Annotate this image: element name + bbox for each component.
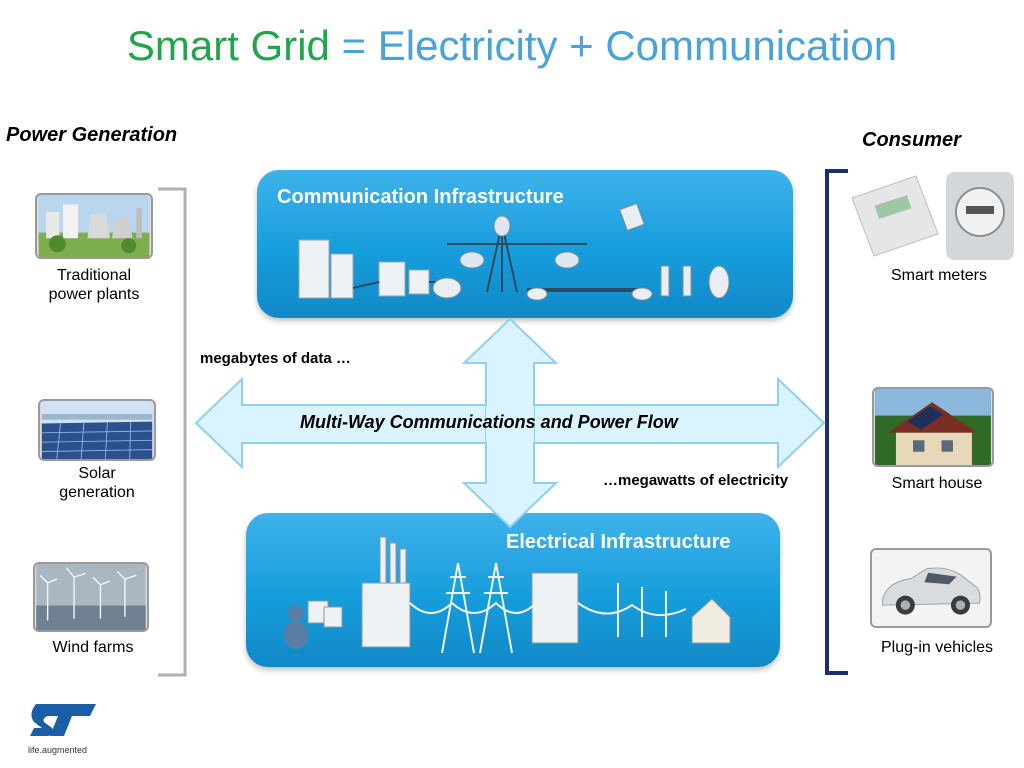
generation-bracket xyxy=(158,187,187,677)
title-equals: = xyxy=(341,22,367,69)
st-logo-tagline: life.augmented xyxy=(28,745,88,755)
wind-farm-caption: Wind farms xyxy=(52,639,134,656)
solar-caption-line1: Solar xyxy=(78,465,116,482)
wind-farm-image xyxy=(33,562,149,632)
communication-network-illustration xyxy=(298,202,730,301)
consumer-heading: Consumer xyxy=(862,129,961,151)
multi-way-arrows xyxy=(194,317,826,529)
power-plant-caption-line2: power plants xyxy=(48,286,140,303)
smart-meter-caption: Smart meters xyxy=(890,267,987,284)
flow-label: Multi-Way Communications and Power Flow xyxy=(300,412,678,432)
plug-in-vehicle-caption: Plug-in vehicles xyxy=(880,639,994,656)
title-electricity: Electricity xyxy=(377,22,558,69)
solar-caption: Solar generation xyxy=(38,464,156,502)
power-plant-caption: Traditional power plants xyxy=(30,266,158,304)
communication-infrastructure-panel: Communication Infrastructure xyxy=(257,170,793,318)
power-plant-image xyxy=(35,193,153,259)
electrical-infrastructure-panel: Electrical Infrastructure xyxy=(246,513,780,667)
slide-title: Smart Grid = Electricity + Communication xyxy=(0,22,1024,70)
power-generation-heading: Power Generation xyxy=(6,124,178,146)
power-plant-caption-line1: Traditional xyxy=(56,267,132,284)
data-note: megabytes of data … xyxy=(200,350,351,367)
solar-image xyxy=(38,399,156,461)
communication-infrastructure-title: Communication Infrastructure xyxy=(277,186,564,208)
smart-house-image xyxy=(872,387,994,467)
st-logo: life.augmented xyxy=(28,702,100,755)
power-note: …megawatts of electricity xyxy=(603,472,789,489)
st-logo-mark xyxy=(30,704,96,736)
electrical-network-illustration xyxy=(284,536,731,654)
smart-meter-image xyxy=(846,170,1016,262)
title-communication: Communication xyxy=(605,22,898,69)
solar-caption-line2: generation xyxy=(59,484,135,501)
title-smart-grid: Smart Grid xyxy=(126,22,330,69)
plug-in-vehicle-image xyxy=(870,548,992,628)
consumer-bracket xyxy=(825,169,848,675)
electrical-infrastructure-title: Electrical Infrastructure xyxy=(506,531,731,553)
smart-house-caption: Smart house xyxy=(891,475,983,492)
title-plus: + xyxy=(569,22,594,69)
